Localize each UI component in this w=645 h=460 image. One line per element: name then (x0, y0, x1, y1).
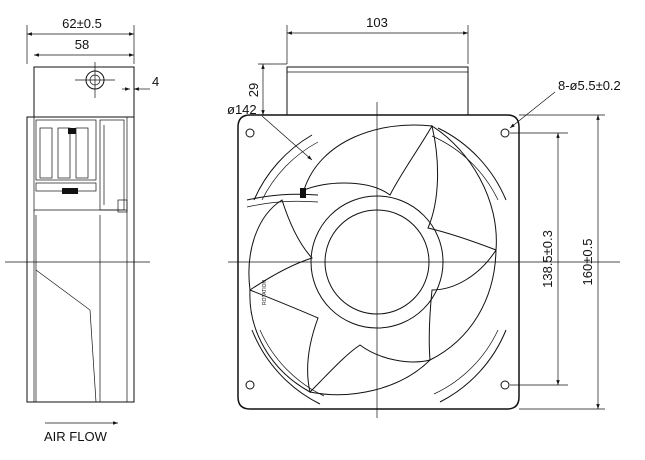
overall-depth-label: 62±0.5 (62, 16, 102, 31)
terminal-block (35, 119, 97, 181)
side-upper-box (33, 66, 135, 118)
support-strut (246, 193, 319, 201)
front-view: 103 29 (227, 15, 621, 418)
mounting-hole-bottom-right (500, 380, 510, 390)
box-height-label: 29 (246, 83, 261, 97)
side-body (26, 116, 135, 403)
flange-thickness-label: 4 (152, 74, 159, 89)
side-view: 62±0.5 58 4 AIR FLOW (5, 16, 159, 444)
mounting-holes-label: 8-ø5.5±0.2 (558, 78, 621, 93)
terminal-box (286, 66, 469, 116)
fan-frame (237, 114, 520, 410)
air-flow-label: AIR FLOW (44, 429, 108, 444)
hole-spacing-label: 138.5±0.3 (540, 230, 555, 288)
outer-diameter-label: ø142 (227, 102, 257, 117)
mounting-hole-top-left (245, 128, 255, 138)
frame-size-label: 160±0.5 (580, 239, 595, 286)
side-blade (35, 215, 97, 403)
rotation-label: ROTATION (262, 280, 268, 305)
fan-blades (248, 124, 497, 396)
mounting-holes-leader (509, 91, 556, 129)
mounting-hole-top-right (500, 128, 510, 138)
outer-diameter-leader (261, 115, 313, 161)
mounting-hole-bottom-left (245, 380, 255, 390)
box-width-label: 103 (366, 15, 388, 30)
body-depth-label: 58 (75, 37, 89, 52)
